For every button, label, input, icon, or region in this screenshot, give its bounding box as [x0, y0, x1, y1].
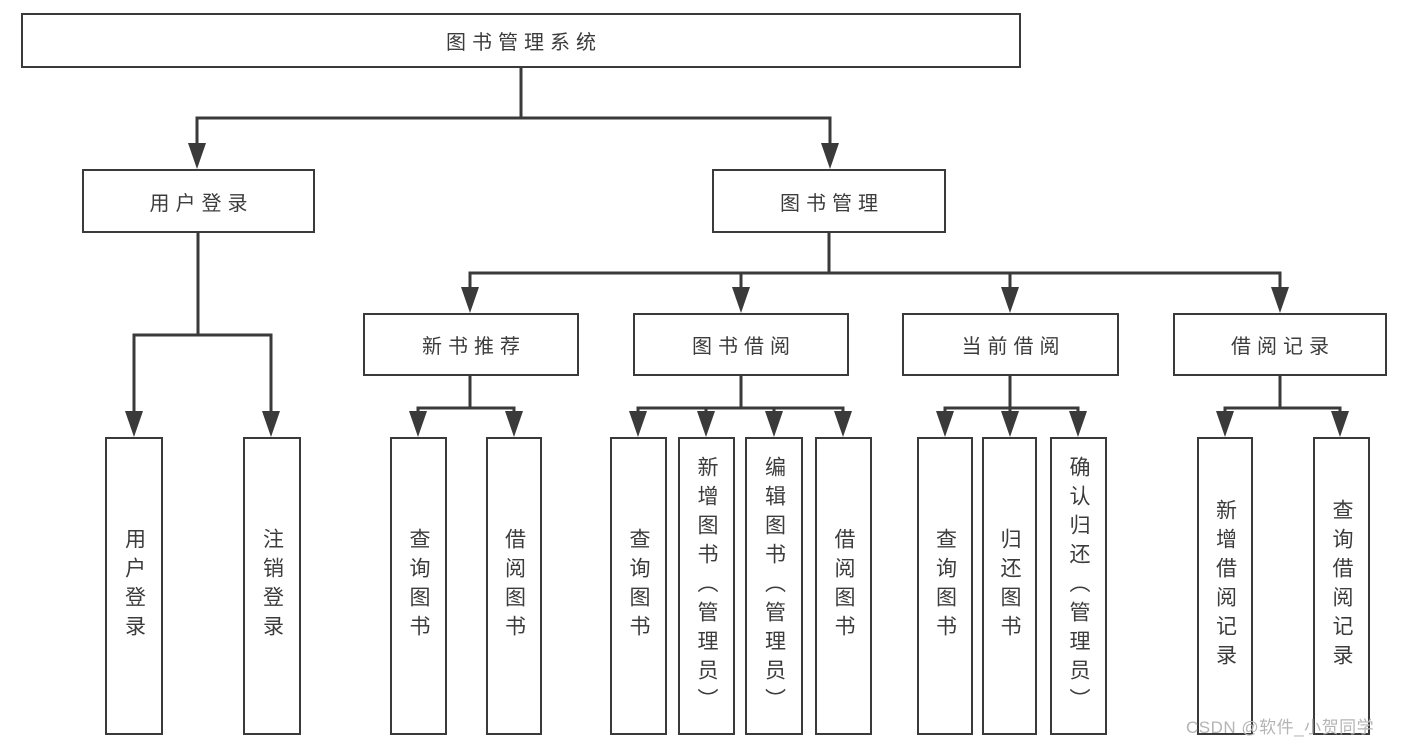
leaf-user-login-label: 用户登录: [122, 528, 146, 644]
leaf-record-add: 新增借阅记录: [1197, 437, 1253, 735]
leaf-record-add-label: 新增借阅记录: [1213, 499, 1237, 673]
leaf-current-query-label: 查询图书: [933, 528, 957, 644]
leaf-borrow-edit-admin: 编辑图书（管理员）: [745, 437, 803, 735]
leaf-user-login: 用户登录: [105, 437, 163, 735]
connector-current-borrow-to-leaves: [936, 373, 1087, 437]
leaf-borrow-query-label: 查询图书: [627, 528, 650, 644]
leaf-record-query: 查询借阅记录: [1313, 437, 1370, 735]
connector-book-borrow-to-leaves: [629, 373, 852, 437]
node-borrow-records-label: 借阅记录: [1231, 336, 1335, 358]
leaf-borrow-edit-admin-label: 编辑图书（管理员）: [762, 455, 786, 717]
node-root-system-label: 图书管理系统: [446, 32, 602, 54]
leaf-current-query: 查询图书: [917, 437, 973, 735]
leaf-borrow-add-admin: 新增图书（管理员）: [678, 437, 735, 735]
node-user-login-label: 用户登录: [149, 192, 254, 215]
leaf-new-books-query: 查询图书: [390, 437, 447, 735]
csdn-watermark: CSDN @软件_小贺同学: [1186, 718, 1375, 737]
leaf-logout: 注销登录: [243, 437, 301, 735]
connector-user-login-to-leaves: [125, 230, 280, 437]
node-book-borrow-label: 图书借阅: [692, 336, 796, 358]
node-borrow-records: 借阅记录: [1173, 313, 1387, 376]
node-current-borrow: 当前借阅: [902, 313, 1119, 376]
leaf-logout-label: 注销登录: [260, 528, 284, 644]
node-new-books-label: 新书推荐: [422, 336, 526, 358]
leaf-return-book: 归还图书: [982, 437, 1037, 735]
leaf-borrow-book: 借阅图书: [815, 437, 872, 735]
leaf-new-books-borrow-label: 借阅图书: [502, 528, 526, 644]
leaf-new-books-borrow: 借阅图书: [486, 437, 542, 735]
leaf-confirm-return-admin: 确认归还（管理员）: [1050, 437, 1107, 735]
node-root-system: 图书管理系统: [21, 13, 1021, 68]
node-new-books: 新书推荐: [363, 313, 579, 376]
leaf-borrow-book-label: 借阅图书: [832, 528, 855, 644]
leaf-new-books-query-label: 查询图书: [407, 528, 430, 644]
node-book-management: 图书管理: [712, 169, 946, 233]
node-book-management-label: 图书管理: [780, 192, 884, 215]
connector-borrow-records-to-leaves: [1216, 373, 1349, 437]
leaf-borrow-query: 查询图书: [610, 437, 667, 735]
leaf-record-query-label: 查询借阅记录: [1330, 499, 1353, 673]
node-book-borrow: 图书借阅: [633, 313, 849, 376]
connector-new-books-to-leaves: [409, 373, 523, 437]
leaf-borrow-add-admin-label: 新增图书（管理员）: [695, 455, 718, 717]
leaf-return-book-label: 归还图书: [998, 528, 1021, 644]
connector-root-to-level2: [188, 65, 839, 169]
node-user-login: 用户登录: [82, 169, 315, 233]
connector-book-mgmt-to-level3: [461, 230, 1289, 313]
leaf-confirm-return-admin-label: 确认归还（管理员）: [1067, 455, 1090, 717]
node-current-borrow-label: 当前借阅: [961, 336, 1066, 358]
